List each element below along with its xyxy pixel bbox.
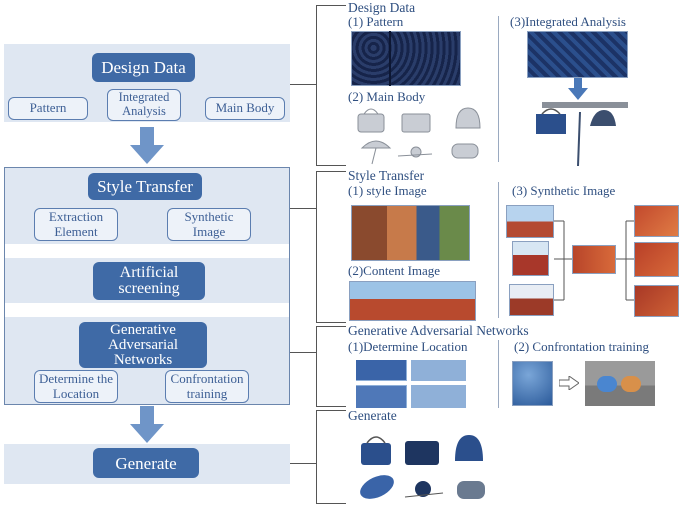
gan-title: Generative Adversarial Networks (348, 323, 529, 338)
confrontation-input-image (512, 361, 553, 406)
style-transfer-box: Style Transfer (88, 173, 202, 200)
gan-separator (498, 340, 499, 408)
content-image (349, 281, 476, 321)
main-body-label: (2) Main Body (348, 89, 426, 104)
determine-location-box: Determine the Location (34, 370, 118, 403)
integrated-analysis-label: (3)Integrated Analysis (510, 14, 626, 29)
generate-box: Generate (93, 448, 199, 478)
determine-location-cross-h (356, 381, 466, 385)
integrated-arrow-icon (568, 78, 588, 100)
synthetic-style-image (572, 245, 616, 274)
pattern-image-divider (389, 31, 391, 86)
style-separator (498, 182, 499, 318)
connector-gan (290, 352, 316, 353)
main-body-box: Main Body (205, 97, 285, 120)
confrontation-output-image (585, 361, 655, 406)
integrated-pattern-image (527, 31, 628, 78)
style-transfer-title: Style Transfer (348, 168, 425, 183)
arrow-right-icon (559, 376, 579, 390)
determine-location-block-1 (356, 360, 406, 380)
pattern-box: Pattern (8, 97, 88, 120)
synthetic-image-label: (3) Synthetic Image (512, 183, 616, 198)
design-separator (498, 16, 499, 162)
arrow-down-icon-1 (130, 127, 164, 164)
confrontation-output-object-1 (597, 376, 617, 392)
bracket-generate-top (316, 410, 346, 411)
bracket-design-bottom (316, 165, 346, 166)
bracket-generate-bottom (316, 503, 346, 504)
connector-design (290, 84, 316, 85)
bracket-style (316, 171, 317, 322)
design-data-box: Design Data (92, 53, 195, 82)
synthetic-output-3 (634, 285, 679, 317)
synthetic-output-1 (634, 205, 679, 237)
content-image-label: (2)Content Image (348, 263, 441, 278)
pattern-image (351, 31, 461, 86)
arrow-down-icon-2 (130, 406, 164, 443)
confrontation-training-box: Confrontation training (165, 370, 249, 403)
determine-location-block-2 (356, 386, 406, 408)
bracket-gan-top (316, 326, 346, 327)
panel-gap-1 (5, 244, 289, 258)
connector-generate (290, 463, 316, 464)
synthetic-content-2 (512, 241, 549, 276)
main-body-objects-image (357, 107, 481, 165)
bracket-style-top (316, 171, 346, 172)
confrontation-training-label: (2) Confrontation training (514, 339, 650, 354)
determine-location-label: (1)Determine Location (348, 339, 468, 354)
bracket-style-bottom (316, 322, 346, 323)
generated-objects-image (360, 435, 485, 499)
confrontation-output-object-2 (621, 376, 641, 392)
bracket-gan (316, 326, 317, 406)
integrated-objects-image (536, 102, 628, 167)
bracket-design-top (316, 5, 346, 6)
bracket-gan-bottom (316, 406, 346, 407)
synthetic-image-box: Synthetic Image (167, 208, 251, 241)
extraction-element-box: Extraction Element (34, 208, 118, 241)
gan-box: Generative Adversarial Networks (79, 322, 207, 368)
style-image (351, 205, 470, 261)
bracket-generate (316, 410, 317, 503)
synthetic-connectors (554, 220, 634, 301)
connector-style (290, 208, 316, 209)
panel-gap-2 (5, 303, 289, 317)
synthetic-output-2 (634, 242, 679, 277)
synthetic-content-1 (506, 205, 554, 238)
synthetic-content-3 (509, 284, 554, 316)
style-image-label: (1) style Image (348, 183, 427, 198)
generate-title: Generate (348, 408, 397, 423)
integrated-analysis-box: Integrated Analysis (107, 89, 181, 121)
pattern-label: (1) Pattern (348, 14, 404, 29)
design-data-title: Design Data (348, 0, 416, 15)
artificial-screening-box: Artificial screening (93, 262, 205, 300)
bracket-design (316, 5, 317, 165)
